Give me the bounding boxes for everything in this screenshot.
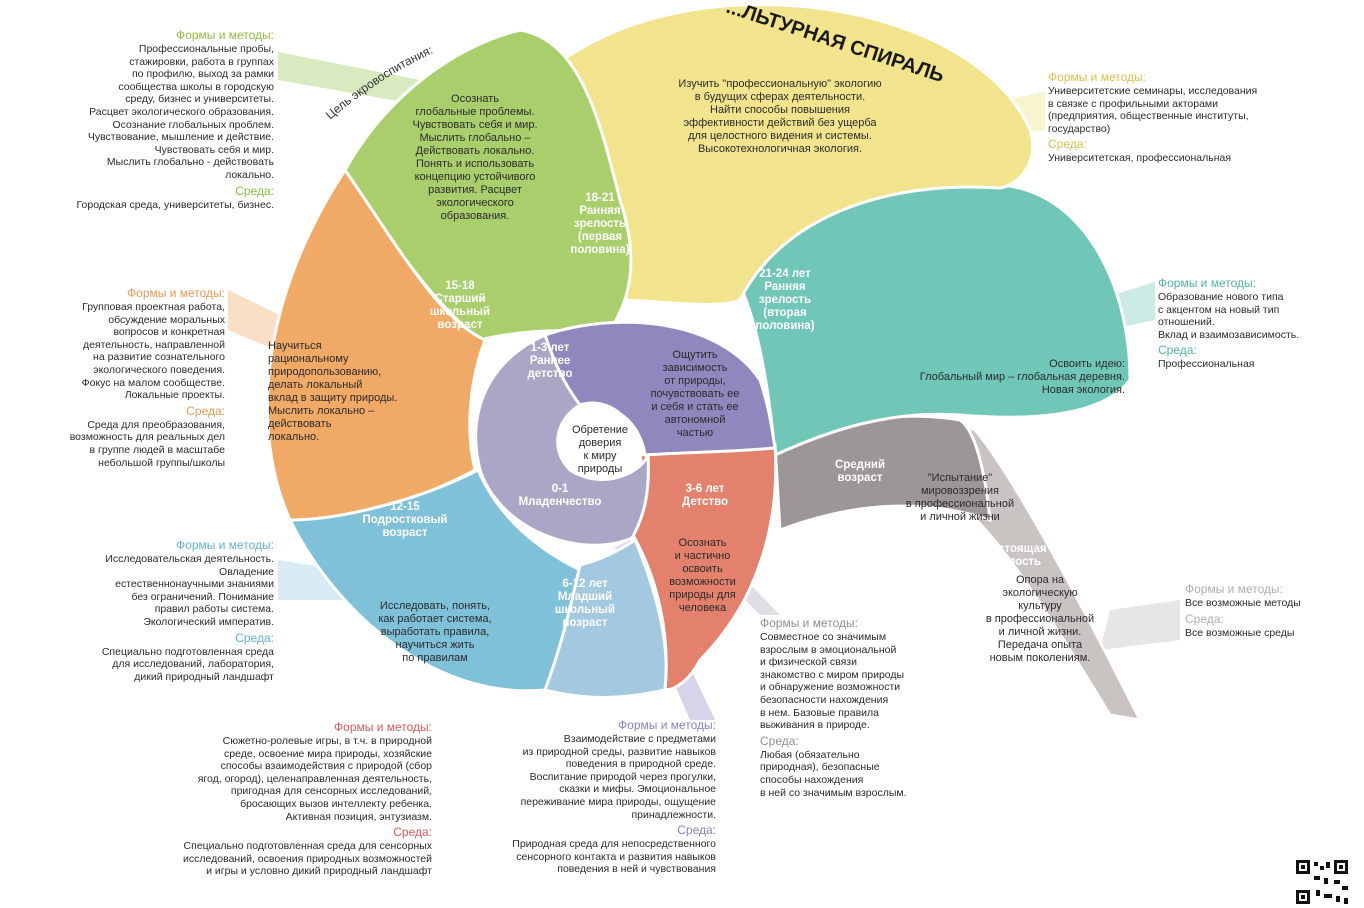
env-title: Среда: xyxy=(393,825,432,840)
age-early-maturity-1: 18-21 Ранняя зрелость (первая половина) xyxy=(570,192,630,256)
methods-text: Взаимодействие с предметами из природной… xyxy=(520,733,716,821)
chamber-junior-school xyxy=(543,537,668,699)
env-text: Университетская, профессиональная xyxy=(1048,152,1232,165)
box-senior-school: Формы и методы: Профессиональные пробы, … xyxy=(8,28,274,211)
env-text: Все возможные среды xyxy=(1185,626,1295,639)
goal-early-maturity-2: Освоить идею: Глобальный мир – глобальна… xyxy=(919,358,1125,396)
goal-infancy: Обретение доверия к миру природы xyxy=(571,424,629,475)
age-preteen: 12-15 Подростковый возраст xyxy=(362,501,448,539)
goal-true-maturity: Опора на экологическую культуру в профес… xyxy=(985,574,1095,664)
methods-text: Групповая проектная работа, обсуждение м… xyxy=(81,301,225,402)
env-title: Среда: xyxy=(760,733,799,748)
methods-title: Формы и методы: xyxy=(1048,70,1146,84)
box-teen: Формы и методы: Групповая проектная рабо… xyxy=(20,286,225,469)
methods-title: Формы и методы: xyxy=(618,718,716,732)
env-title: Среда: xyxy=(1185,611,1224,626)
goal-junior-school: Исследовать, понять, как работает систем… xyxy=(378,600,492,664)
age-middle: Средний возраст xyxy=(834,459,886,484)
age-childhood: 3-6 лет Детство xyxy=(681,483,729,508)
age-true-maturity: "Настоящая" зрелость xyxy=(977,543,1052,568)
methods-title: Формы и методы: xyxy=(760,616,858,630)
methods-text: Все возможные методы xyxy=(1185,597,1301,609)
box-university: Формы и методы: Университетские семинары… xyxy=(1048,70,1348,165)
env-text: Любая (обязательно природная), безопасны… xyxy=(760,748,907,799)
box-infancy: Формы и методы: Совместное со значимым в… xyxy=(760,616,960,799)
env-text: Природная среда для непосредственного се… xyxy=(512,838,716,876)
methods-title: Формы и методы: xyxy=(176,28,274,42)
age-senior-school: 15-18 Старший школьный возраст xyxy=(429,280,491,331)
env-title: Среда: xyxy=(235,630,274,645)
env-title: Среда: xyxy=(1158,343,1197,358)
methods-text: Сюжетно-ролевые игры, в т.ч. в природной… xyxy=(197,735,432,823)
spiral-core xyxy=(579,401,633,467)
goal-childhood: Осознать и частично освоить возможности … xyxy=(669,537,736,614)
chamber-infancy xyxy=(474,332,650,547)
goal-early-maturity-1: Изучить "профессиональную" экологию в бу… xyxy=(678,78,882,155)
env-text: Городская среда, университеты, бизнес. xyxy=(76,198,274,211)
methods-title: Формы и методы: xyxy=(127,286,225,300)
goal-middle: "Испытание" мировоззрения в профессионал… xyxy=(905,472,1015,523)
env-text: Профессиональная xyxy=(1158,358,1255,371)
box-all: Формы и методы: Все возможные методы Сре… xyxy=(1185,582,1355,639)
age-infancy: 0-1 Младенчество xyxy=(518,483,602,508)
methods-text: Профессиональные пробы, стажировки, рабо… xyxy=(87,43,274,181)
methods-text: Исследовательская деятельность. Овладени… xyxy=(105,553,274,628)
methods-text: Совместное со значимым взрослым в эмоцио… xyxy=(760,631,905,732)
methods-text: Университетские семинары, исследования в… xyxy=(1048,85,1258,135)
goal-senior-school: Осознать глобальные проблемы. Чувствоват… xyxy=(412,93,538,222)
env-title: Среда: xyxy=(677,823,716,838)
box-early-childhood: Формы и методы: Взаимодействие с предмет… xyxy=(442,718,716,876)
env-text: Среда для преобразования, возможность дл… xyxy=(69,418,225,469)
methods-title: Формы и методы: xyxy=(176,538,274,552)
age-early-childhood: 1-3 лет Раннее детство xyxy=(527,342,573,380)
age-junior-school: 6-12 лет Младший школьный возраст xyxy=(554,578,616,629)
methods-text: Образование нового типа с акцентом на но… xyxy=(1158,291,1300,341)
connector-all xyxy=(1100,600,1180,650)
env-text: Специально подготовленная среда для сенс… xyxy=(183,840,432,878)
qr-code xyxy=(1294,858,1350,908)
box-professional: Формы и методы: Образование нового типа … xyxy=(1158,276,1358,371)
env-text: Специально подготовленная среда для иссл… xyxy=(101,645,274,683)
goal-preteen: Научиться рациональному природопользован… xyxy=(268,340,398,443)
methods-title: Формы и методы: xyxy=(1185,582,1283,596)
age-early-maturity-2: 21-24 лет Ранняя зрелость (вторая полови… xyxy=(755,268,815,332)
connector-senior xyxy=(278,52,430,105)
methods-title: Формы и методы: xyxy=(334,720,432,734)
methods-title: Формы и методы: xyxy=(1158,276,1256,290)
env-title: Среда: xyxy=(1048,137,1087,152)
box-childhood: Формы и методы: Сюжетно-ролевые игры, в … xyxy=(100,720,432,878)
env-title: Среда: xyxy=(235,183,274,198)
goal-early-childhood: Ощутить зависимость от природы, почувств… xyxy=(650,349,740,439)
box-junior-school: Формы и методы: Исследовательская деятел… xyxy=(40,538,274,683)
env-title: Среда: xyxy=(186,403,225,418)
